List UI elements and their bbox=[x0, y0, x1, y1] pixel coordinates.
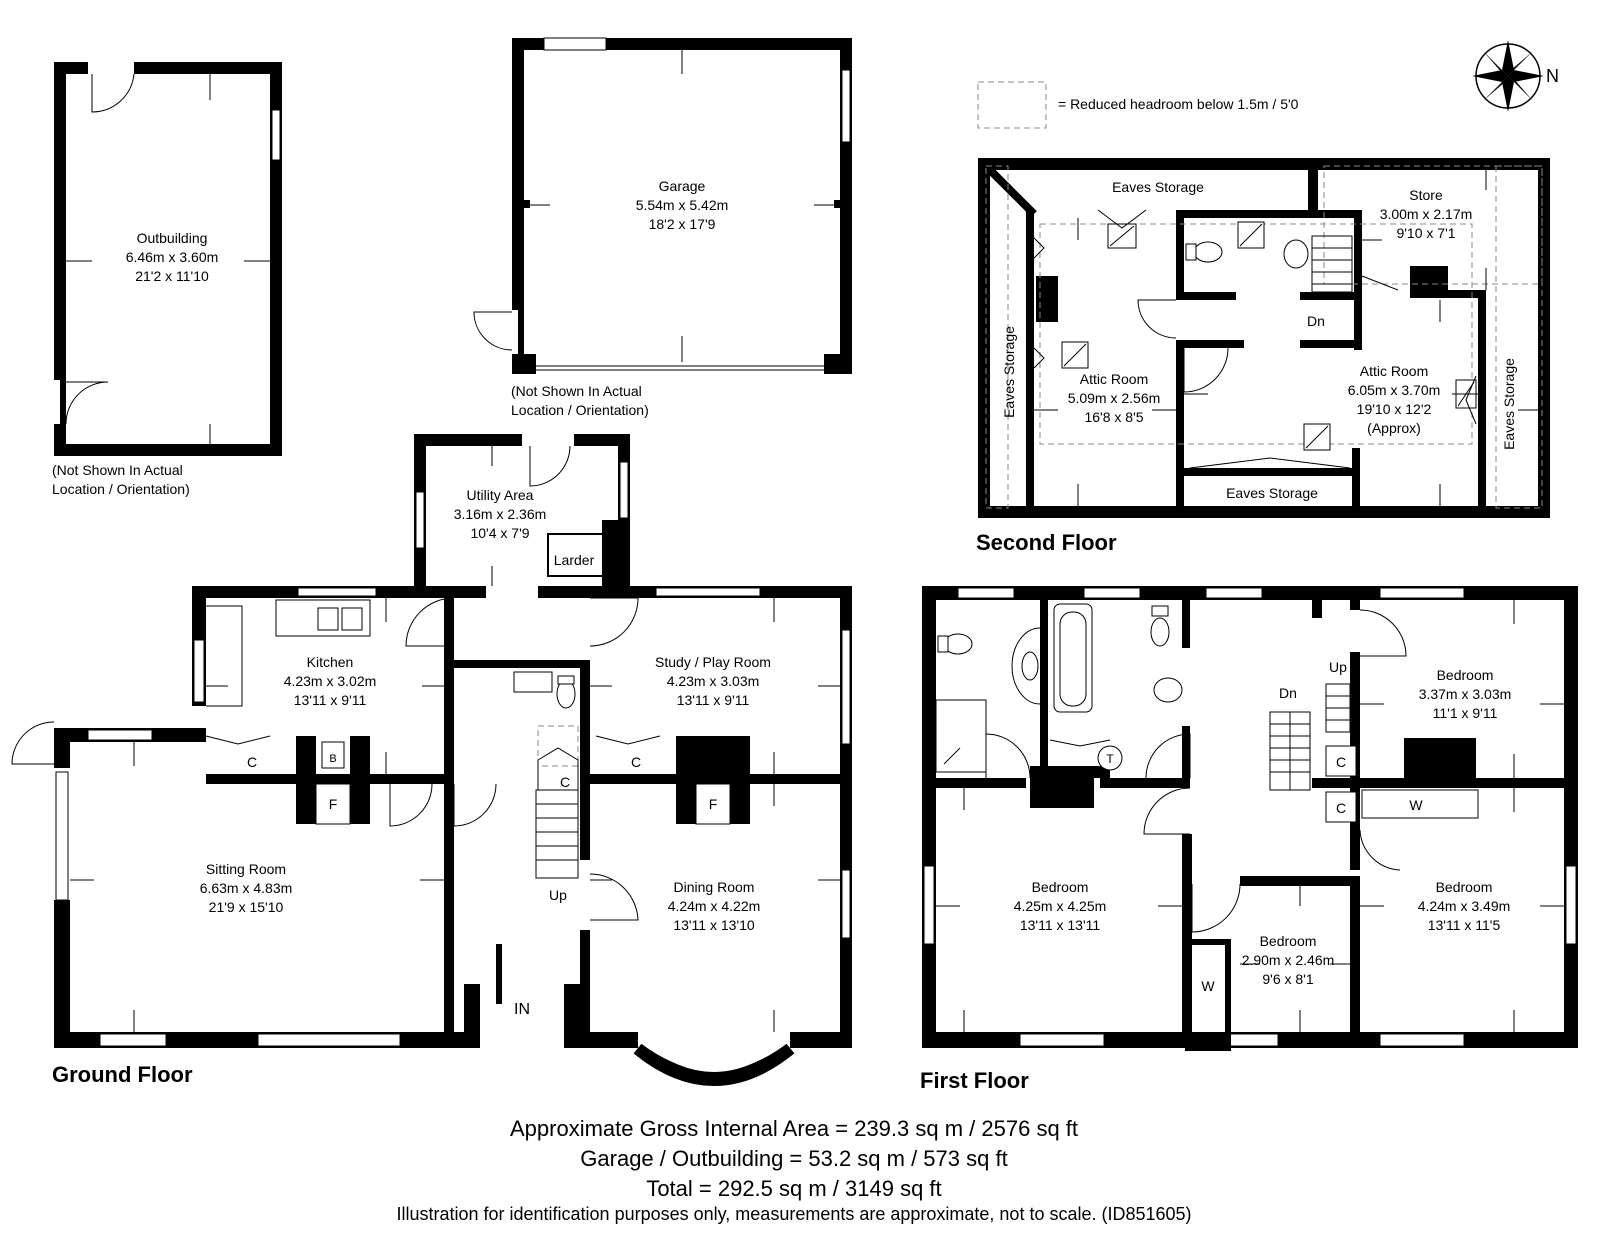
tank-label: T bbox=[1106, 752, 1114, 766]
eaves-left-label: Eaves Storage bbox=[1001, 326, 1017, 418]
entrance-label: IN bbox=[514, 1001, 530, 1018]
understairs-cupboard-label: C bbox=[560, 774, 570, 790]
bed4-name: Bedroom bbox=[1436, 879, 1493, 895]
kitchen-imperial: 13'11 x 9'11 bbox=[294, 692, 367, 708]
ground-stairs bbox=[535, 725, 579, 879]
bed2-metric: 4.25m x 4.25m bbox=[1014, 898, 1107, 914]
utility-imperial: 10'4 x 7'9 bbox=[470, 525, 529, 541]
ground-floor: Larder Utility Area 3.16m x 2.36m 10'4 x… bbox=[11, 434, 852, 1087]
compass-icon: N bbox=[1472, 40, 1559, 112]
sitting-fire-label: F bbox=[329, 796, 338, 812]
outbuilding-note-1: (Not Shown In Actual bbox=[52, 462, 183, 478]
first-floor-title: First Floor bbox=[920, 1068, 1029, 1093]
study-cupboard-label: C bbox=[631, 754, 641, 770]
study-metric: 4.23m x 3.03m bbox=[667, 673, 760, 689]
ground-floor-title: Ground Floor bbox=[52, 1062, 193, 1087]
first-floor-stairs bbox=[1269, 683, 1479, 823]
garage: Garage 5.54m x 5.42m 18'2 x 17'9 (Not Sh… bbox=[473, 37, 852, 418]
bed2-name: Bedroom bbox=[1032, 879, 1089, 895]
dining-imperial: 13'11 x 13'10 bbox=[673, 917, 755, 933]
legend-text: = Reduced headroom below 1.5m / 5'0 bbox=[1058, 96, 1299, 112]
legend: = Reduced headroom below 1.5m / 5'0 bbox=[977, 81, 1299, 129]
garage-note-2: Location / Orientation) bbox=[511, 402, 649, 418]
store-name: Store bbox=[1409, 187, 1443, 203]
kitchen-cupboard-label: C bbox=[247, 754, 257, 770]
area-summary: Approximate Gross Internal Area = 239.3 … bbox=[396, 1116, 1191, 1224]
attic1-name: Attic Room bbox=[1080, 371, 1148, 387]
first-dn-label: Dn bbox=[1279, 685, 1297, 701]
attic2-imperial: 19'10 x 12'2 bbox=[1357, 401, 1432, 417]
eaves-top-label: Eaves Storage bbox=[1112, 179, 1204, 195]
garage-metric: 5.54m x 5.42m bbox=[636, 197, 729, 213]
second-floor-stairs bbox=[1311, 235, 1353, 293]
attic1-imperial: 16'8 x 8'5 bbox=[1084, 409, 1143, 425]
attic2-name: Attic Room bbox=[1360, 363, 1428, 379]
boiler-label: B bbox=[329, 753, 336, 765]
landing-cupboard-2: C bbox=[1336, 800, 1346, 816]
bed4-wardrobe-label: W bbox=[1409, 797, 1423, 813]
garage-name: Garage bbox=[659, 178, 706, 194]
bed1-imperial: 11'1 x 9'11 bbox=[1433, 705, 1498, 721]
garage-area-text: Garage / Outbuilding = 53.2 sq m / 573 s… bbox=[580, 1146, 1007, 1171]
bed1-metric: 3.37m x 3.03m bbox=[1419, 686, 1512, 702]
attic2-approx: (Approx) bbox=[1367, 420, 1421, 436]
garage-imperial: 18'2 x 17'9 bbox=[649, 216, 716, 232]
outbuilding-note-2: Location / Orientation) bbox=[52, 481, 190, 497]
sitting-metric: 6.63m x 4.83m bbox=[200, 880, 293, 896]
ground-up-label: Up bbox=[549, 887, 567, 903]
disclaimer-text: Illustration for identification purposes… bbox=[396, 1204, 1191, 1224]
outbuilding-name: Outbuilding bbox=[137, 230, 208, 246]
bed3-name: Bedroom bbox=[1260, 933, 1317, 949]
garage-note-1: (Not Shown In Actual bbox=[511, 383, 642, 399]
bed1-name: Bedroom bbox=[1437, 667, 1494, 683]
utility-metric: 3.16m x 2.36m bbox=[454, 506, 547, 522]
total-area-text: Total = 292.5 sq m / 3149 sq ft bbox=[646, 1176, 941, 1201]
reduced-headroom-swatch bbox=[977, 81, 1047, 129]
store-imperial: 9'10 x 7'1 bbox=[1396, 225, 1455, 241]
dining-fire-label: F bbox=[709, 796, 718, 812]
second-dn-label: Dn bbox=[1307, 313, 1325, 329]
outbuilding-metric: 6.46m x 3.60m bbox=[126, 249, 219, 265]
landing-cupboard-1: C bbox=[1336, 754, 1346, 770]
second-floor-title: Second Floor bbox=[976, 530, 1117, 555]
outbuilding-imperial: 21'2 x 11'10 bbox=[135, 268, 209, 284]
bed2-imperial: 13'11 x 13'11 bbox=[1020, 917, 1101, 933]
north-label: N bbox=[1546, 66, 1559, 86]
bed3-imperial: 9'6 x 8'1 bbox=[1262, 971, 1313, 987]
attic2-metric: 6.05m x 3.70m bbox=[1348, 382, 1441, 398]
gross-area-text: Approximate Gross Internal Area = 239.3 … bbox=[510, 1116, 1078, 1141]
second-floor: Eaves Storage Eaves Storage Eaves Storag… bbox=[976, 158, 1550, 555]
attic1-metric: 5.09m x 2.56m bbox=[1068, 390, 1161, 406]
dining-metric: 4.24m x 4.22m bbox=[668, 898, 761, 914]
utility-name: Utility Area bbox=[467, 487, 534, 503]
study-imperial: 13'11 x 9'11 bbox=[677, 692, 750, 708]
first-up-label: Up bbox=[1329, 659, 1347, 675]
study-name: Study / Play Room bbox=[655, 654, 771, 670]
bed3-wardrobe-label: W bbox=[1201, 978, 1215, 994]
sitting-name: Sitting Room bbox=[206, 861, 286, 877]
bed3-metric: 2.90m x 2.46m bbox=[1242, 952, 1335, 968]
eaves-right-label: Eaves Storage bbox=[1501, 358, 1517, 450]
larder-label: Larder bbox=[554, 552, 595, 568]
kitchen-name: Kitchen bbox=[307, 654, 354, 670]
store-metric: 3.00m x 2.17m bbox=[1380, 206, 1473, 222]
kitchen-metric: 4.23m x 3.02m bbox=[284, 673, 377, 689]
outbuilding: Outbuilding 6.46m x 3.60m 21'2 x 11'10 (… bbox=[52, 60, 282, 497]
dining-name: Dining Room bbox=[674, 879, 755, 895]
bed4-imperial: 13'11 x 11'5 bbox=[1428, 917, 1501, 933]
bed4-metric: 4.24m x 3.49m bbox=[1418, 898, 1511, 914]
eaves-bottom-label: Eaves Storage bbox=[1226, 485, 1318, 501]
first-floor: Bedroom 3.37m x 3.03m 11'1 x 9'11 Bedroo… bbox=[920, 586, 1578, 1093]
sitting-imperial: 21'9 x 15'10 bbox=[209, 899, 284, 915]
